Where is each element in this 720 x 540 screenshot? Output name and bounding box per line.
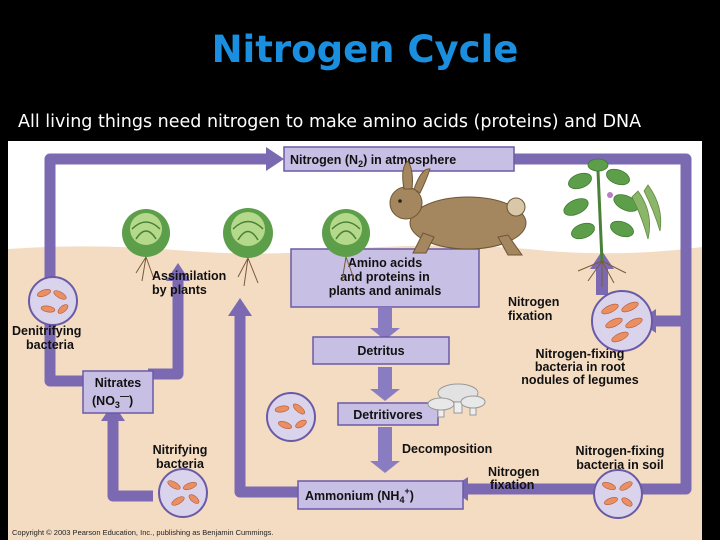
copyright-notice: Copyright © 2003 Pearson Education, Inc.… — [12, 528, 274, 537]
cabbage-plants-illustration — [122, 208, 370, 287]
nitrogen-cycle-diagram: Nitrogen (N2) in atmosphere Amino acids … — [8, 141, 702, 540]
fixation-bottom-label: Nitrogen — [488, 465, 539, 479]
svg-text:Detritus: Detritus — [357, 344, 404, 358]
nitrifying-label-2: bacteria — [156, 457, 205, 471]
slide-subtitle: All living things need nitrogen to make … — [18, 112, 642, 132]
legume-plant-illustration — [563, 158, 662, 287]
svg-text:Ammonium (NH4+): Ammonium (NH4+) — [305, 486, 414, 505]
middle-arrows — [370, 308, 400, 473]
svg-text:Detritivores: Detritivores — [353, 408, 423, 422]
decomposition-label: Decomposition — [402, 442, 492, 456]
cabbage-3 — [322, 209, 370, 257]
nitrifying-bacteria-circle — [158, 468, 208, 518]
svg-text:Nitrogen (N2) in atmosphere: Nitrogen (N2) in atmosphere — [290, 153, 456, 169]
arrowhead-plants — [166, 263, 190, 281]
ammonium-up-arrow — [234, 316, 298, 498]
amino-acids-box: Amino acids and proteins in plants and a… — [290, 248, 480, 308]
nitrates-box: Nitrates (NO3—) — [82, 370, 154, 414]
ammonium-to-nitrates-arrow — [107, 421, 153, 502]
ammonium-box: Ammonium (NH4+) — [297, 480, 464, 510]
assimilation-label-2: by plants — [152, 283, 207, 297]
denitrifying-label: Denitrifying — [12, 324, 81, 338]
fixing-root-label: Nitrogen-fixing — [536, 347, 625, 361]
svg-text:plants and animals: plants and animals — [329, 284, 442, 298]
fixing-soil-label: Nitrogen-fixing — [576, 444, 665, 458]
detritivore-bacteria-circle — [266, 392, 316, 442]
svg-text:Amino acids: Amino acids — [348, 256, 422, 270]
cabbage-2 — [223, 208, 273, 258]
atmosphere-box: Nitrogen (N2) in atmosphere — [283, 146, 515, 172]
svg-text:and proteins in: and proteins in — [340, 270, 430, 284]
arrowhead-up-middle — [228, 298, 252, 316]
rabbit-illustration — [389, 160, 527, 256]
fixation-top-label: Nitrogen — [508, 295, 559, 309]
root-nodule-bacteria-circle — [591, 290, 653, 352]
nitrogen-cycle-figure: Nitrogen (N2) in atmosphere Amino acids … — [8, 141, 702, 540]
soil-bacteria-circle — [593, 469, 643, 519]
assimilation-label: Assimilation — [152, 269, 226, 283]
svg-text:Nitrates: Nitrates — [95, 376, 142, 390]
mushrooms-illustration — [427, 383, 486, 418]
arrowhead-atmosphere — [266, 147, 284, 171]
denitrification-arrow — [44, 153, 266, 387]
detritivores-box: Detritivores — [337, 402, 439, 426]
fixing-soil-label-2: bacteria in soil — [576, 458, 664, 472]
detritus-box: Detritus — [312, 336, 450, 365]
fixation-bottom-label-2: fixation — [490, 478, 534, 492]
nitrifying-label: Nitrifying — [153, 443, 208, 457]
denitrifying-bacteria-circle — [28, 276, 78, 326]
svg-text:(NO3—): (NO3—) — [92, 391, 133, 410]
fixing-root-label-2: bacteria in root — [535, 360, 626, 374]
slide-title: Nitrogen Cycle — [211, 28, 519, 71]
fixation-top-label-2: fixation — [508, 309, 552, 323]
nitrates-to-plants-arrow — [148, 281, 184, 380]
fixing-root-label-3: nodules of legumes — [521, 373, 638, 387]
denitrifying-label-2: bacteria — [26, 338, 75, 352]
cabbage-1 — [122, 209, 170, 257]
